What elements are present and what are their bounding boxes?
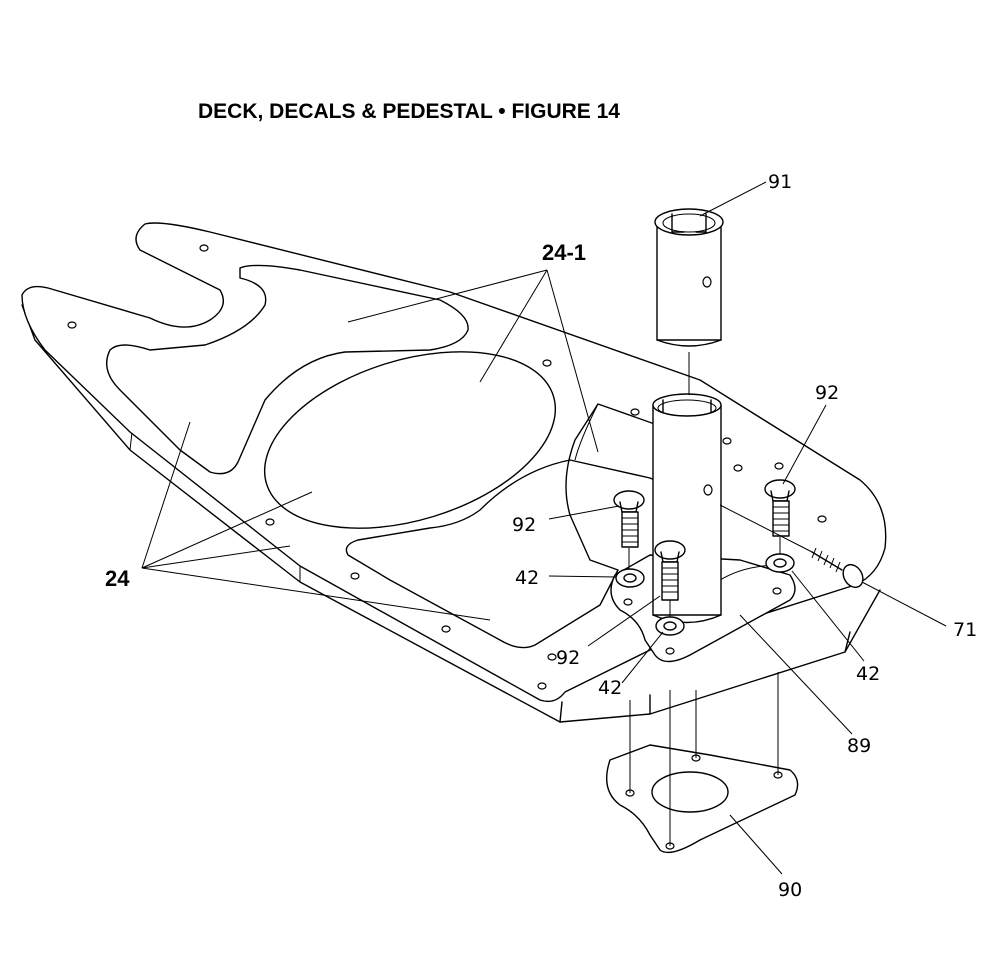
washer-left <box>615 568 645 588</box>
sleeve-91 <box>654 208 724 395</box>
bolt-mid <box>654 540 686 618</box>
washer-mid <box>655 616 685 636</box>
callout-92-left: 92 <box>512 514 536 536</box>
callout-90: 90 <box>778 879 802 901</box>
callout-89: 89 <box>847 735 871 757</box>
callout-42-right: 42 <box>856 663 880 685</box>
callouts: 91 24-1 92 92 42 92 42 24 71 42 89 90 <box>105 171 977 901</box>
leader-lines <box>141 181 947 875</box>
washer-right <box>765 553 795 573</box>
callout-71: 71 <box>953 619 977 641</box>
callout-91: 91 <box>768 171 792 193</box>
callout-24: 24 <box>105 566 130 591</box>
decal-ellipse <box>263 351 557 529</box>
callout-24-1: 24-1 <box>542 240 586 265</box>
bolt-left <box>613 490 645 570</box>
bolt-right <box>764 479 796 555</box>
decal-upper <box>106 264 469 475</box>
callout-92-top: 92 <box>815 382 839 404</box>
callout-92-mid: 92 <box>556 647 580 669</box>
page-title: DECK, DECALS & PEDESTAL • FIGURE 14 <box>198 100 620 123</box>
callout-42-left: 42 <box>515 567 539 589</box>
screw-71 <box>719 504 864 589</box>
decals <box>106 264 703 649</box>
callout-42-mid: 42 <box>598 677 622 699</box>
base-plate-90 <box>606 672 799 854</box>
